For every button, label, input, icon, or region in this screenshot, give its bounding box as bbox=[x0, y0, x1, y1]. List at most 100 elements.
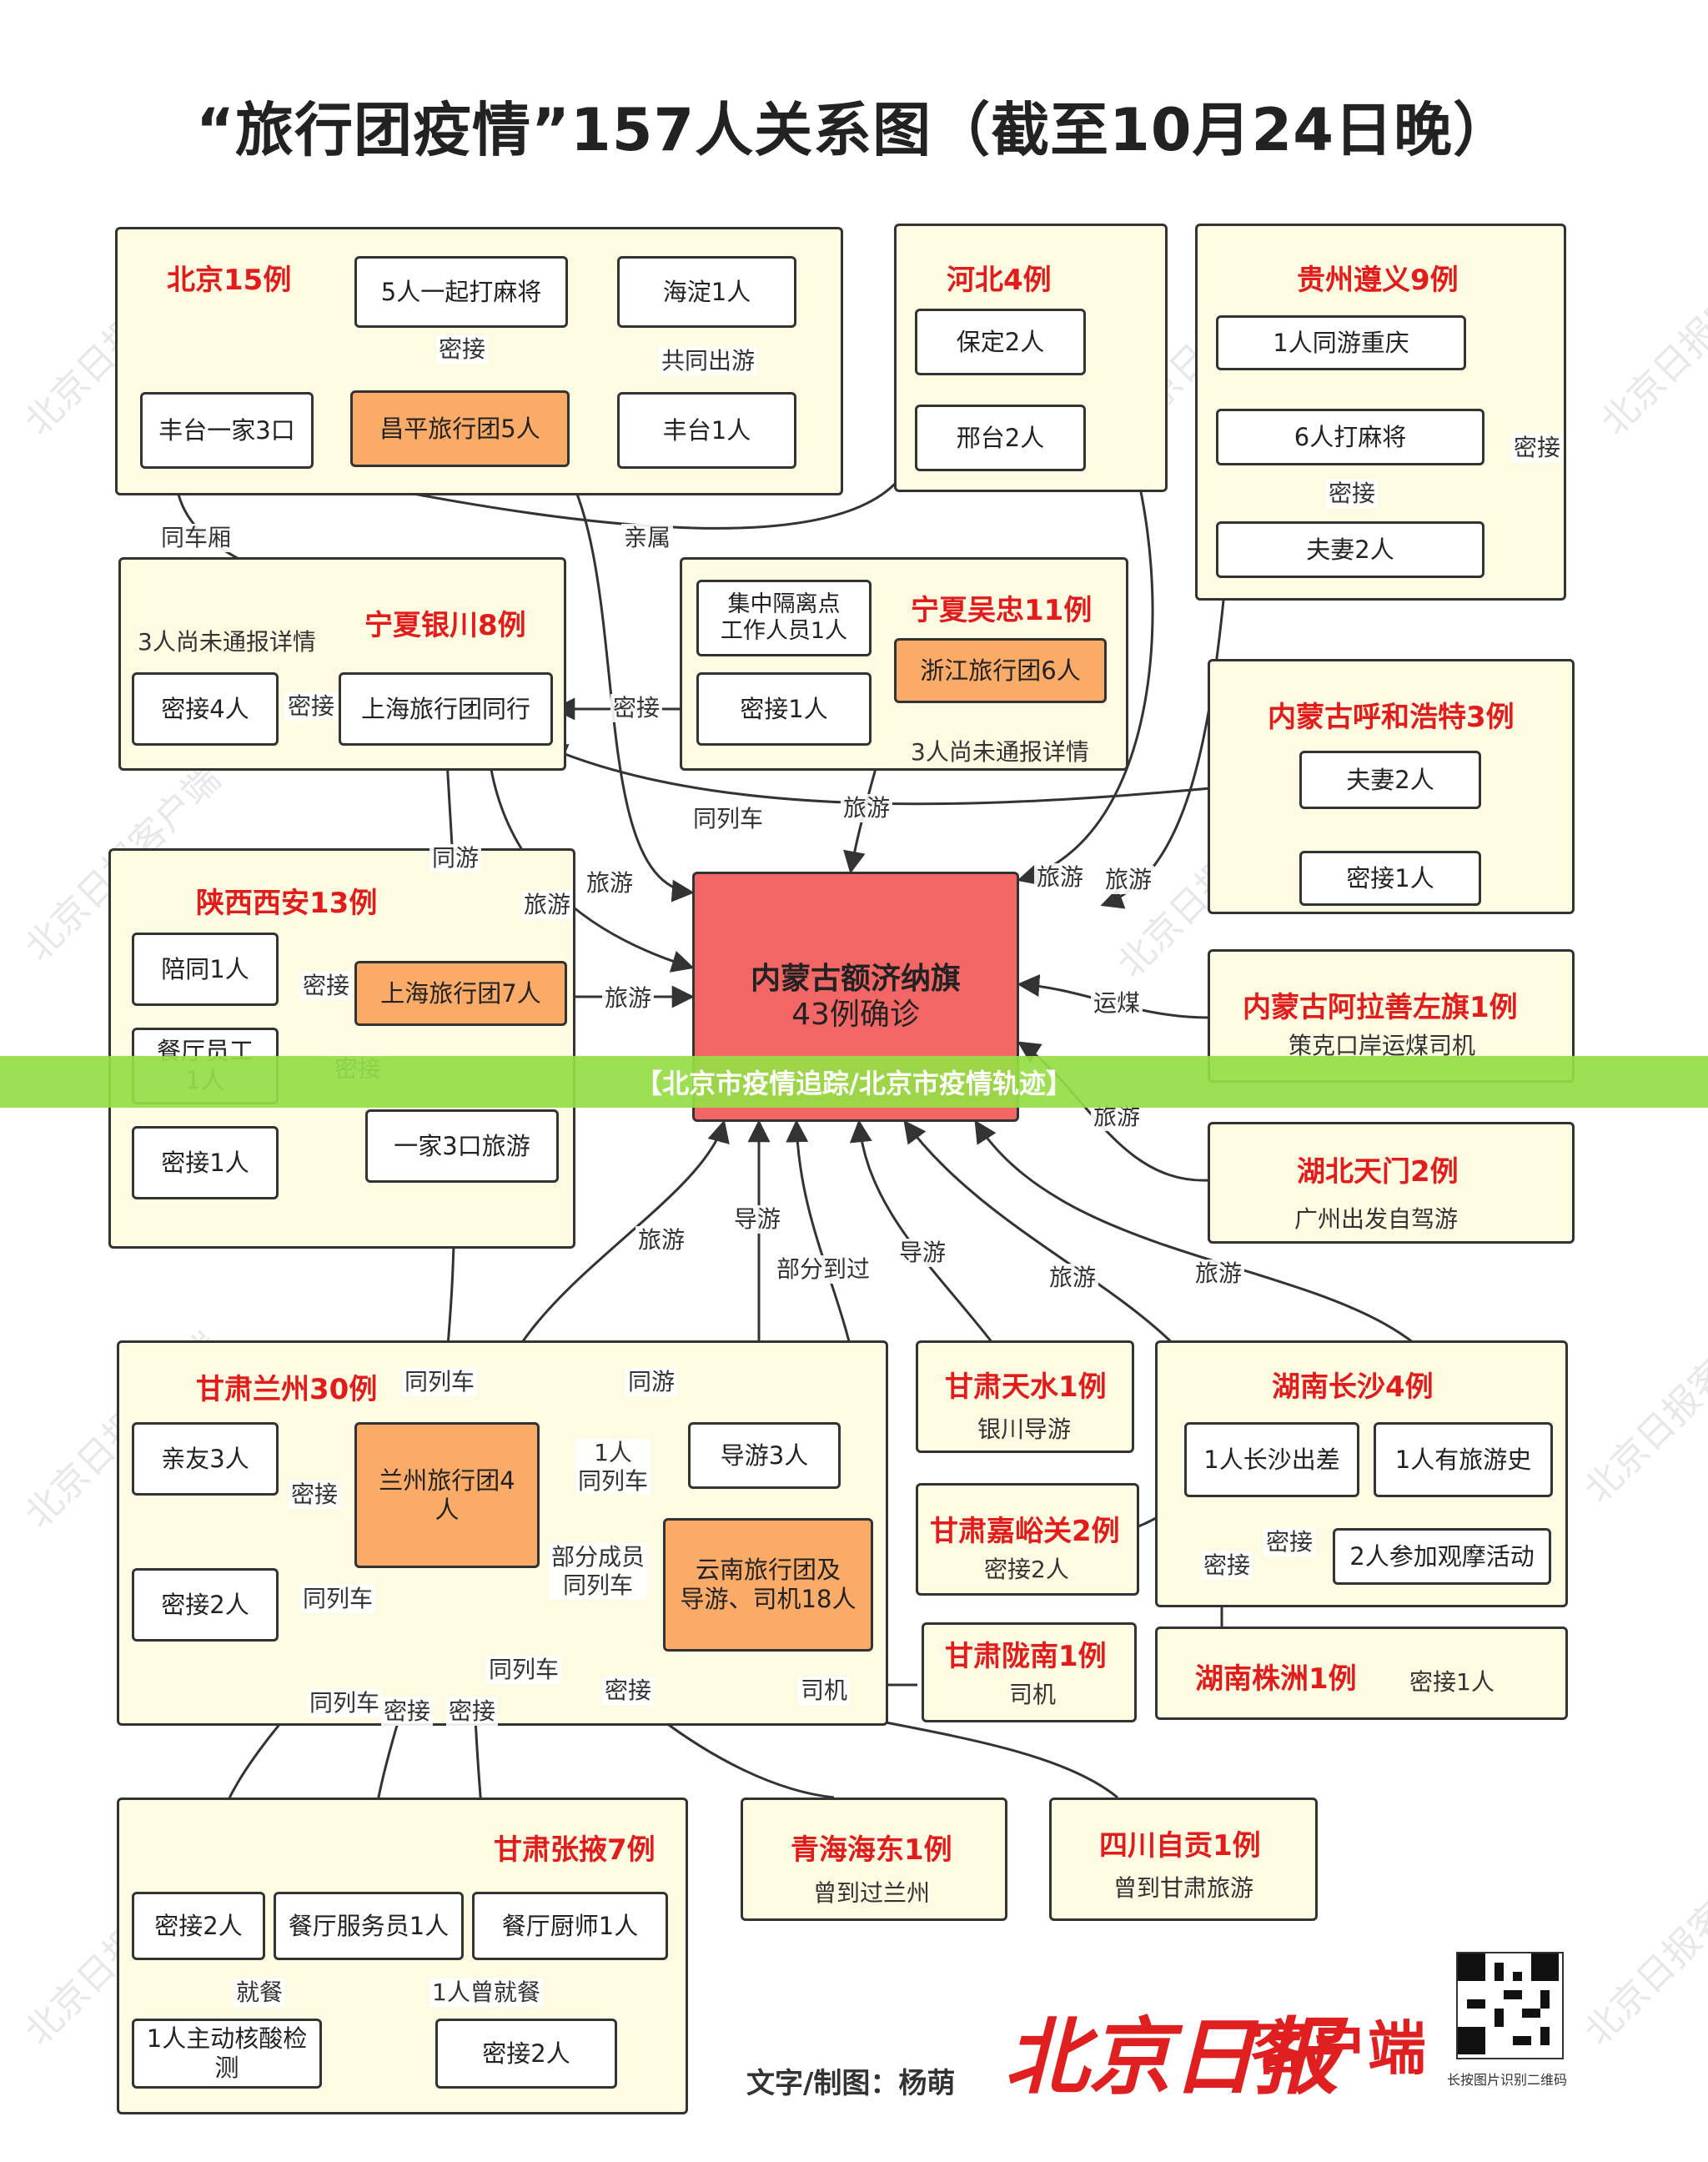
group-longnan bbox=[922, 1622, 1137, 1722]
group-title-guizhou: 贵州遵义9例 bbox=[1297, 264, 1459, 297]
node-wz-close1: 密接1人 bbox=[696, 672, 872, 746]
edge-label-cs-close2: 密接 bbox=[1263, 1528, 1316, 1556]
node-hh-couple: 夫妻2人 bbox=[1299, 751, 1481, 809]
group-title-lanzhou: 甘肃兰州30例 bbox=[196, 1373, 378, 1406]
node-sx-shanghai7: 上海旅行团7人 bbox=[354, 961, 567, 1026]
group-zigong bbox=[1049, 1797, 1318, 1921]
edge-label-lz-close: 密接 bbox=[289, 1481, 341, 1509]
group-title-tianmen: 湖北天门2例 bbox=[1297, 1155, 1459, 1189]
center-name: 内蒙古额济纳旗 bbox=[750, 961, 961, 996]
group-title-shaanxi: 陕西西安13例 bbox=[196, 887, 378, 920]
edge-bj-changping-tour bbox=[557, 456, 695, 903]
group-title-ningxia-yinchuan: 宁夏银川8例 bbox=[364, 609, 526, 642]
edge-label-hd-train: 同列车 bbox=[486, 1656, 562, 1684]
node-nx-close4: 密接4人 bbox=[132, 672, 279, 746]
group-tianmen bbox=[1208, 1122, 1575, 1244]
note-alashan: 策克口岸运煤司机 bbox=[1289, 1032, 1476, 1059]
group-title-tianshui: 甘肃天水1例 bbox=[945, 1370, 1107, 1404]
node-lz-close2: 密接2人 bbox=[132, 1568, 279, 1642]
node-zy-chef: 餐厅厨师1人 bbox=[472, 1892, 668, 1960]
group-title-hohhot: 内蒙古呼和浩特3例 bbox=[1268, 701, 1515, 734]
node-wz-isolation: 集中隔离点 工作人员1人 bbox=[696, 580, 872, 656]
group-title-changsha: 湖南长沙4例 bbox=[1272, 1370, 1434, 1404]
node-bj-fengtai-family: 丰台一家3口 bbox=[140, 392, 314, 469]
edge-label-coal: 运煤 bbox=[1091, 989, 1143, 1018]
node-lz-group4-label: 兰州旅行团4 人 bbox=[379, 1466, 515, 1524]
edge-label-guide2: 导游 bbox=[897, 1239, 949, 1267]
edge-label-bj-trip: 共同出游 bbox=[659, 347, 758, 375]
edge-label-lz-person-train-text: 1人 同列车 bbox=[578, 1439, 649, 1495]
node-gz-mahjong: 6人打麻将 bbox=[1216, 409, 1484, 465]
group-tianshui bbox=[916, 1340, 1134, 1453]
edge-label-lz-tour: 旅游 bbox=[635, 1226, 688, 1254]
node-lz-guide3: 导游3人 bbox=[688, 1422, 841, 1489]
note-haidong: 曾到过兰州 bbox=[813, 1879, 931, 1907]
edge-label-bj-tour: 旅游 bbox=[584, 869, 636, 897]
edge-label-sx-tour: 旅游 bbox=[602, 984, 655, 1013]
group-title-longnan: 甘肃陇南1例 bbox=[945, 1640, 1107, 1673]
node-hb-baoding: 保定2人 bbox=[915, 309, 1086, 375]
edge-tianshui-guide bbox=[849, 1119, 994, 1344]
node-zy-close2b: 密接2人 bbox=[435, 2019, 617, 2089]
group-zhuzhou bbox=[1155, 1627, 1568, 1720]
note-tianmen: 广州出发自驾游 bbox=[1294, 1205, 1459, 1233]
node-zy-test: 1人主动核酸检测 bbox=[132, 2019, 322, 2089]
edge-label-zy-meal2: 1人曾就餐 bbox=[430, 1978, 543, 2007]
edge-label-bj-close: 密接 bbox=[436, 335, 489, 364]
group-haidong bbox=[741, 1797, 1007, 1921]
edge-label-gz-close2: 密接 bbox=[1511, 434, 1564, 462]
edge-label-cs-tour1: 旅游 bbox=[1047, 1264, 1099, 1292]
note-zhuzhou: 密接1人 bbox=[1409, 1668, 1494, 1696]
edge-label-cs-close1: 密接 bbox=[1201, 1551, 1253, 1580]
credit-text: 文字/制图：杨萌 bbox=[746, 2067, 956, 2100]
group-title-hebei: 河北4例 bbox=[947, 264, 1052, 297]
edge-label-relatives: 亲属 bbox=[621, 524, 674, 552]
edge-hh-train bbox=[544, 744, 1300, 806]
qr-code[interactable] bbox=[1456, 1952, 1564, 2059]
edge-label-gz-close1: 密接 bbox=[1326, 480, 1379, 508]
group-title-zhangye: 甘肃张掖7例 bbox=[494, 1833, 656, 1867]
edge-label-hh-train: 同列车 bbox=[691, 805, 766, 833]
edge-label-sx-train: 同列车 bbox=[402, 1368, 478, 1396]
edge-label-cs-tour2: 旅游 bbox=[1193, 1259, 1245, 1288]
edge-label-nx-tour: 旅游 bbox=[521, 891, 574, 919]
node-cs-trip: 1人长沙出差 bbox=[1184, 1422, 1359, 1497]
node-sx-close1: 密接1人 bbox=[132, 1126, 279, 1199]
node-zy-close2: 密接2人 bbox=[132, 1892, 265, 1960]
node-hb-xingtai: 邢台2人 bbox=[915, 405, 1086, 471]
node-lz-yunnan-label: 云南旅行团及 导游、司机18人 bbox=[680, 1556, 857, 1613]
edge-label-hb-tour: 旅游 bbox=[1034, 863, 1087, 892]
edge-label-zy-meal: 就餐 bbox=[234, 1978, 286, 2007]
news-banner[interactable]: 【北京市疫情追踪/北京市疫情轨迹】 bbox=[0, 1056, 1708, 1108]
group-title-zigong: 四川自贡1例 bbox=[1099, 1829, 1261, 1863]
edge-label-lz-person-train: 1人 同列车 bbox=[575, 1439, 651, 1496]
qr-code-icon bbox=[1458, 1953, 1559, 2054]
edge-label-driver: 司机 bbox=[798, 1677, 851, 1705]
edge-label-travel-with: 同游 bbox=[430, 844, 482, 872]
note-tianshui: 银川导游 bbox=[977, 1415, 1072, 1443]
qr-caption: 长按图片识别二维码 bbox=[1447, 2072, 1568, 2088]
edge-label-same-car: 同车厢 bbox=[158, 524, 234, 552]
edge-label-nx-close: 密接 bbox=[285, 692, 338, 721]
node-cs-activity: 2人参加观摩活动 bbox=[1333, 1528, 1551, 1585]
node-lz-group4: 兰州旅行团4 人 bbox=[354, 1422, 540, 1568]
group-title-jiayuguan: 甘肃嘉峪关2例 bbox=[930, 1515, 1120, 1548]
edge-label-lz-part-train-text: 部分成员 同列车 bbox=[551, 1543, 646, 1599]
edge-label-wz-close: 密接 bbox=[610, 694, 663, 722]
node-wz-isolation-label: 集中隔离点 工作人员1人 bbox=[720, 591, 848, 644]
node-hh-close1: 密接1人 bbox=[1299, 851, 1481, 906]
node-sx-family: 一家3口旅游 bbox=[365, 1109, 559, 1183]
edge-label-guide1: 导游 bbox=[731, 1205, 784, 1234]
node-lz-yunnan: 云南旅行团及 导游、司机18人 bbox=[663, 1518, 873, 1652]
edge-label-zy-close-a: 密接 bbox=[381, 1697, 434, 1726]
page-title: “旅行团疫情”157人关系图（截至10月24日晚） bbox=[196, 96, 1512, 164]
node-cs-history: 1人有旅游史 bbox=[1374, 1422, 1553, 1497]
node-bj-haidian: 海淀1人 bbox=[617, 256, 796, 328]
group-title-haidong: 青海海东1例 bbox=[791, 1833, 952, 1867]
edge-label-part-visit: 部分到过 bbox=[774, 1255, 873, 1284]
group-jiayuguan bbox=[916, 1483, 1139, 1596]
node-lz-friends: 亲友3人 bbox=[132, 1422, 279, 1496]
center-count: 43例确诊 bbox=[791, 998, 920, 1032]
edge-label-sx-close: 密接 bbox=[300, 972, 353, 1000]
note-longnan: 司机 bbox=[1009, 1681, 1057, 1708]
